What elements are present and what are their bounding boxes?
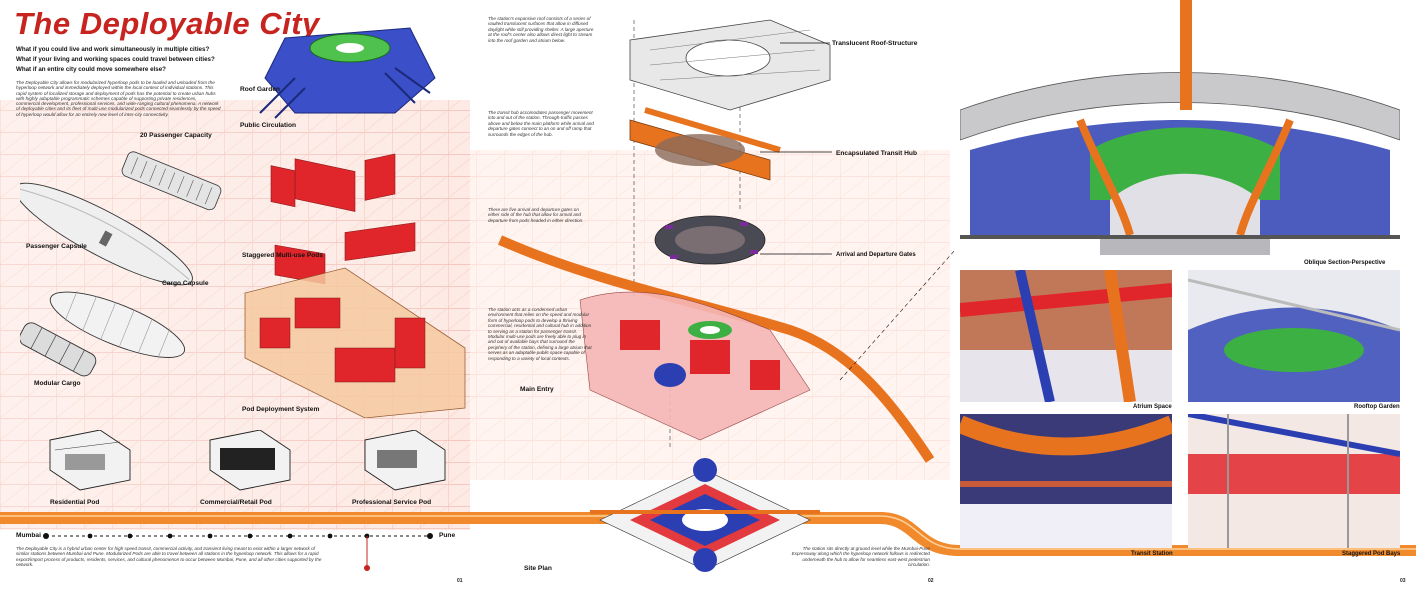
staggered-pod-bays-render: [1188, 414, 1400, 548]
label-staggered-bays: Staggered Pod Bays: [1342, 551, 1401, 557]
label-modular-cargo: Modular Cargo: [34, 380, 81, 387]
page-number-1: 01: [457, 578, 463, 584]
transit-station-render: [960, 414, 1172, 548]
label-passenger-capacity: 20 Passenger Capacity: [140, 132, 212, 139]
transit-hub-drawing: [629, 107, 781, 181]
label-passenger-capsule: Passenger Capsule: [26, 243, 87, 250]
label-commercial-pod: Commercial/Retail Pod: [200, 499, 272, 506]
cargo-capsule-drawing: [49, 291, 186, 359]
label-oblique-section: Oblique Section-Perspective: [1304, 260, 1386, 266]
residential-pod-drawing: [49, 430, 131, 491]
route-diagram: [43, 533, 433, 571]
site-note: The station sits directly at ground leve…: [791, 546, 930, 568]
label-main-entry: Main Entry: [520, 386, 554, 393]
passenger-interior-drawing: [121, 151, 222, 211]
intro-paragraph: The Deployable City allows for modulariz…: [16, 80, 221, 117]
professional-pod-drawing: [364, 430, 446, 491]
gates-disc-drawing: [654, 215, 766, 265]
hub-note: The transit hub accomodates passenger mo…: [488, 110, 594, 137]
label-public-circulation: Public Circulation: [240, 122, 297, 129]
label-roof-garden: Roof Garden: [240, 86, 280, 93]
pod-system-illustrations: [244, 27, 466, 418]
page-number-2: 02: [928, 578, 934, 584]
modular-cargo-drawing: [20, 322, 97, 377]
rooftop-garden-render: [1188, 270, 1400, 402]
label-transit-station: Transit Station: [1131, 551, 1173, 557]
gates-note: There are five arrival and departure gat…: [488, 207, 584, 223]
oblique-section-render: [960, 0, 1400, 258]
roof-structure-drawing: [629, 19, 831, 111]
route-start-label: Mumbai: [16, 532, 41, 539]
station-note: The station acts as a condensed urban en…: [488, 307, 592, 361]
label-staggered-pods: Staggered Multi-use Pods: [242, 252, 323, 259]
site-plan-drawing: [590, 458, 820, 572]
station-body-drawing: [497, 235, 935, 463]
capsule-illustrations: [20, 151, 222, 377]
commercial-pod-drawing: [209, 430, 291, 491]
label-professional-pod: Professional Service Pod: [352, 499, 432, 506]
label-transit-hub: Encapsulated Transit Hub: [836, 150, 917, 157]
passenger-capsule-drawing: [20, 182, 193, 286]
label-site-plan: Site Plan: [524, 565, 552, 572]
pod-types-drawing: [49, 430, 446, 491]
question-1: What if you could live and work simultan…: [16, 46, 210, 53]
label-atrium: Atrium Space: [1133, 404, 1172, 410]
page-number-3: 03: [1400, 578, 1406, 584]
staggered-pods-drawing: [270, 153, 416, 285]
label-rooftop-garden: Rooftop Garden: [1354, 404, 1400, 410]
page-title: The Deployable City: [14, 6, 320, 41]
exploded-station-axonometric: [497, 19, 935, 572]
label-pod-deployment: Pod Deployment System: [242, 406, 320, 413]
label-cargo-capsule: Cargo Capsule: [162, 280, 209, 287]
label-gates: Arrival and Departure Gates: [836, 252, 916, 258]
panel2-leader-lines: [760, 42, 956, 381]
question-3: What if an entire city could move somewh…: [16, 66, 166, 73]
atrium-render: [960, 270, 1172, 402]
pod-deployment-drawing: [244, 267, 466, 418]
roof-garden-drawing: [259, 27, 436, 119]
label-residential-pod: Residential Pod: [50, 499, 100, 506]
bottom-paragraph: The Deployable City is a hybrid urban ce…: [16, 546, 322, 568]
question-2: What if your living and working spaces c…: [16, 56, 215, 63]
label-roof-structure: Translucent Roof-Structure: [832, 40, 918, 47]
route-end-label: Pune: [439, 532, 456, 539]
roof-note: The station's expansive roof consists of…: [488, 16, 594, 43]
